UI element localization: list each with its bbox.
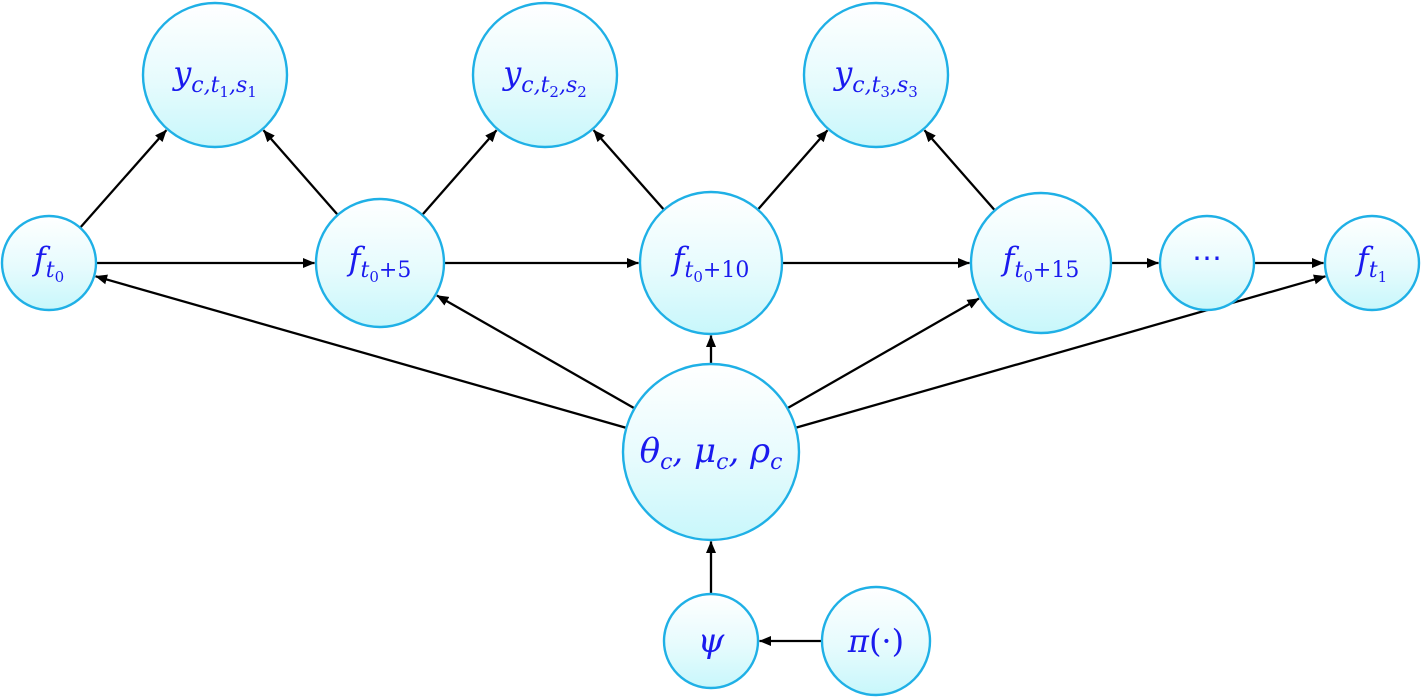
edge-ft10-to-y3 xyxy=(757,129,829,210)
node-f-t1: ft1 xyxy=(1323,214,1421,312)
svg-text:π(·): π(·) xyxy=(847,622,904,660)
node-f-t0: ft0 xyxy=(0,214,98,312)
edge-ft10-to-y2 xyxy=(592,129,665,210)
edge-theta-to-ft5 xyxy=(436,294,635,409)
node-theta-mu-rho: θc, μc, ρc xyxy=(621,362,801,542)
edge-ft5-to-y2 xyxy=(422,129,498,215)
svg-text:θc, μc, ρc: θc, μc, ρc xyxy=(640,431,783,475)
node-ellipsis: ⋯ xyxy=(1158,214,1256,312)
edge-ft0-to-y1 xyxy=(79,129,168,228)
node-y-c-t2-s2: yc,t2,s2 xyxy=(471,1,619,149)
edge-ft15-to-y3 xyxy=(923,129,996,211)
node-prior-pi: π(·) xyxy=(820,585,932,697)
node-y-c-t1-s1: yc,t1,s1 xyxy=(141,1,289,149)
svg-text:yc,t2,s2: yc,t2,s2 xyxy=(501,54,587,101)
edge-theta-to-ft1 xyxy=(796,274,1326,429)
svg-text:yc,t1,s1: yc,t1,s1 xyxy=(171,54,257,101)
node-f-t0-plus-15: ft0+15 xyxy=(969,191,1113,335)
svg-text:ψ: ψ xyxy=(698,621,725,661)
edges-layer xyxy=(79,129,1326,646)
svg-text:⋯: ⋯ xyxy=(1192,241,1222,276)
node-f-t0-plus-10: ft0+10 xyxy=(638,190,784,336)
node-f-t0-plus-5: ft0+5 xyxy=(314,197,446,329)
svg-text:ft0+5: ft0+5 xyxy=(347,240,412,286)
svg-text:yc,t3,s3: yc,t3,s3 xyxy=(832,54,918,101)
edge-theta-to-ft0 xyxy=(95,274,626,429)
edge-theta-to-ft15 xyxy=(787,297,980,409)
edge-ft5-to-y1 xyxy=(262,129,338,215)
node-y-c-t3-s3: yc,t3,s3 xyxy=(802,1,950,149)
node-psi: ψ xyxy=(662,592,760,690)
